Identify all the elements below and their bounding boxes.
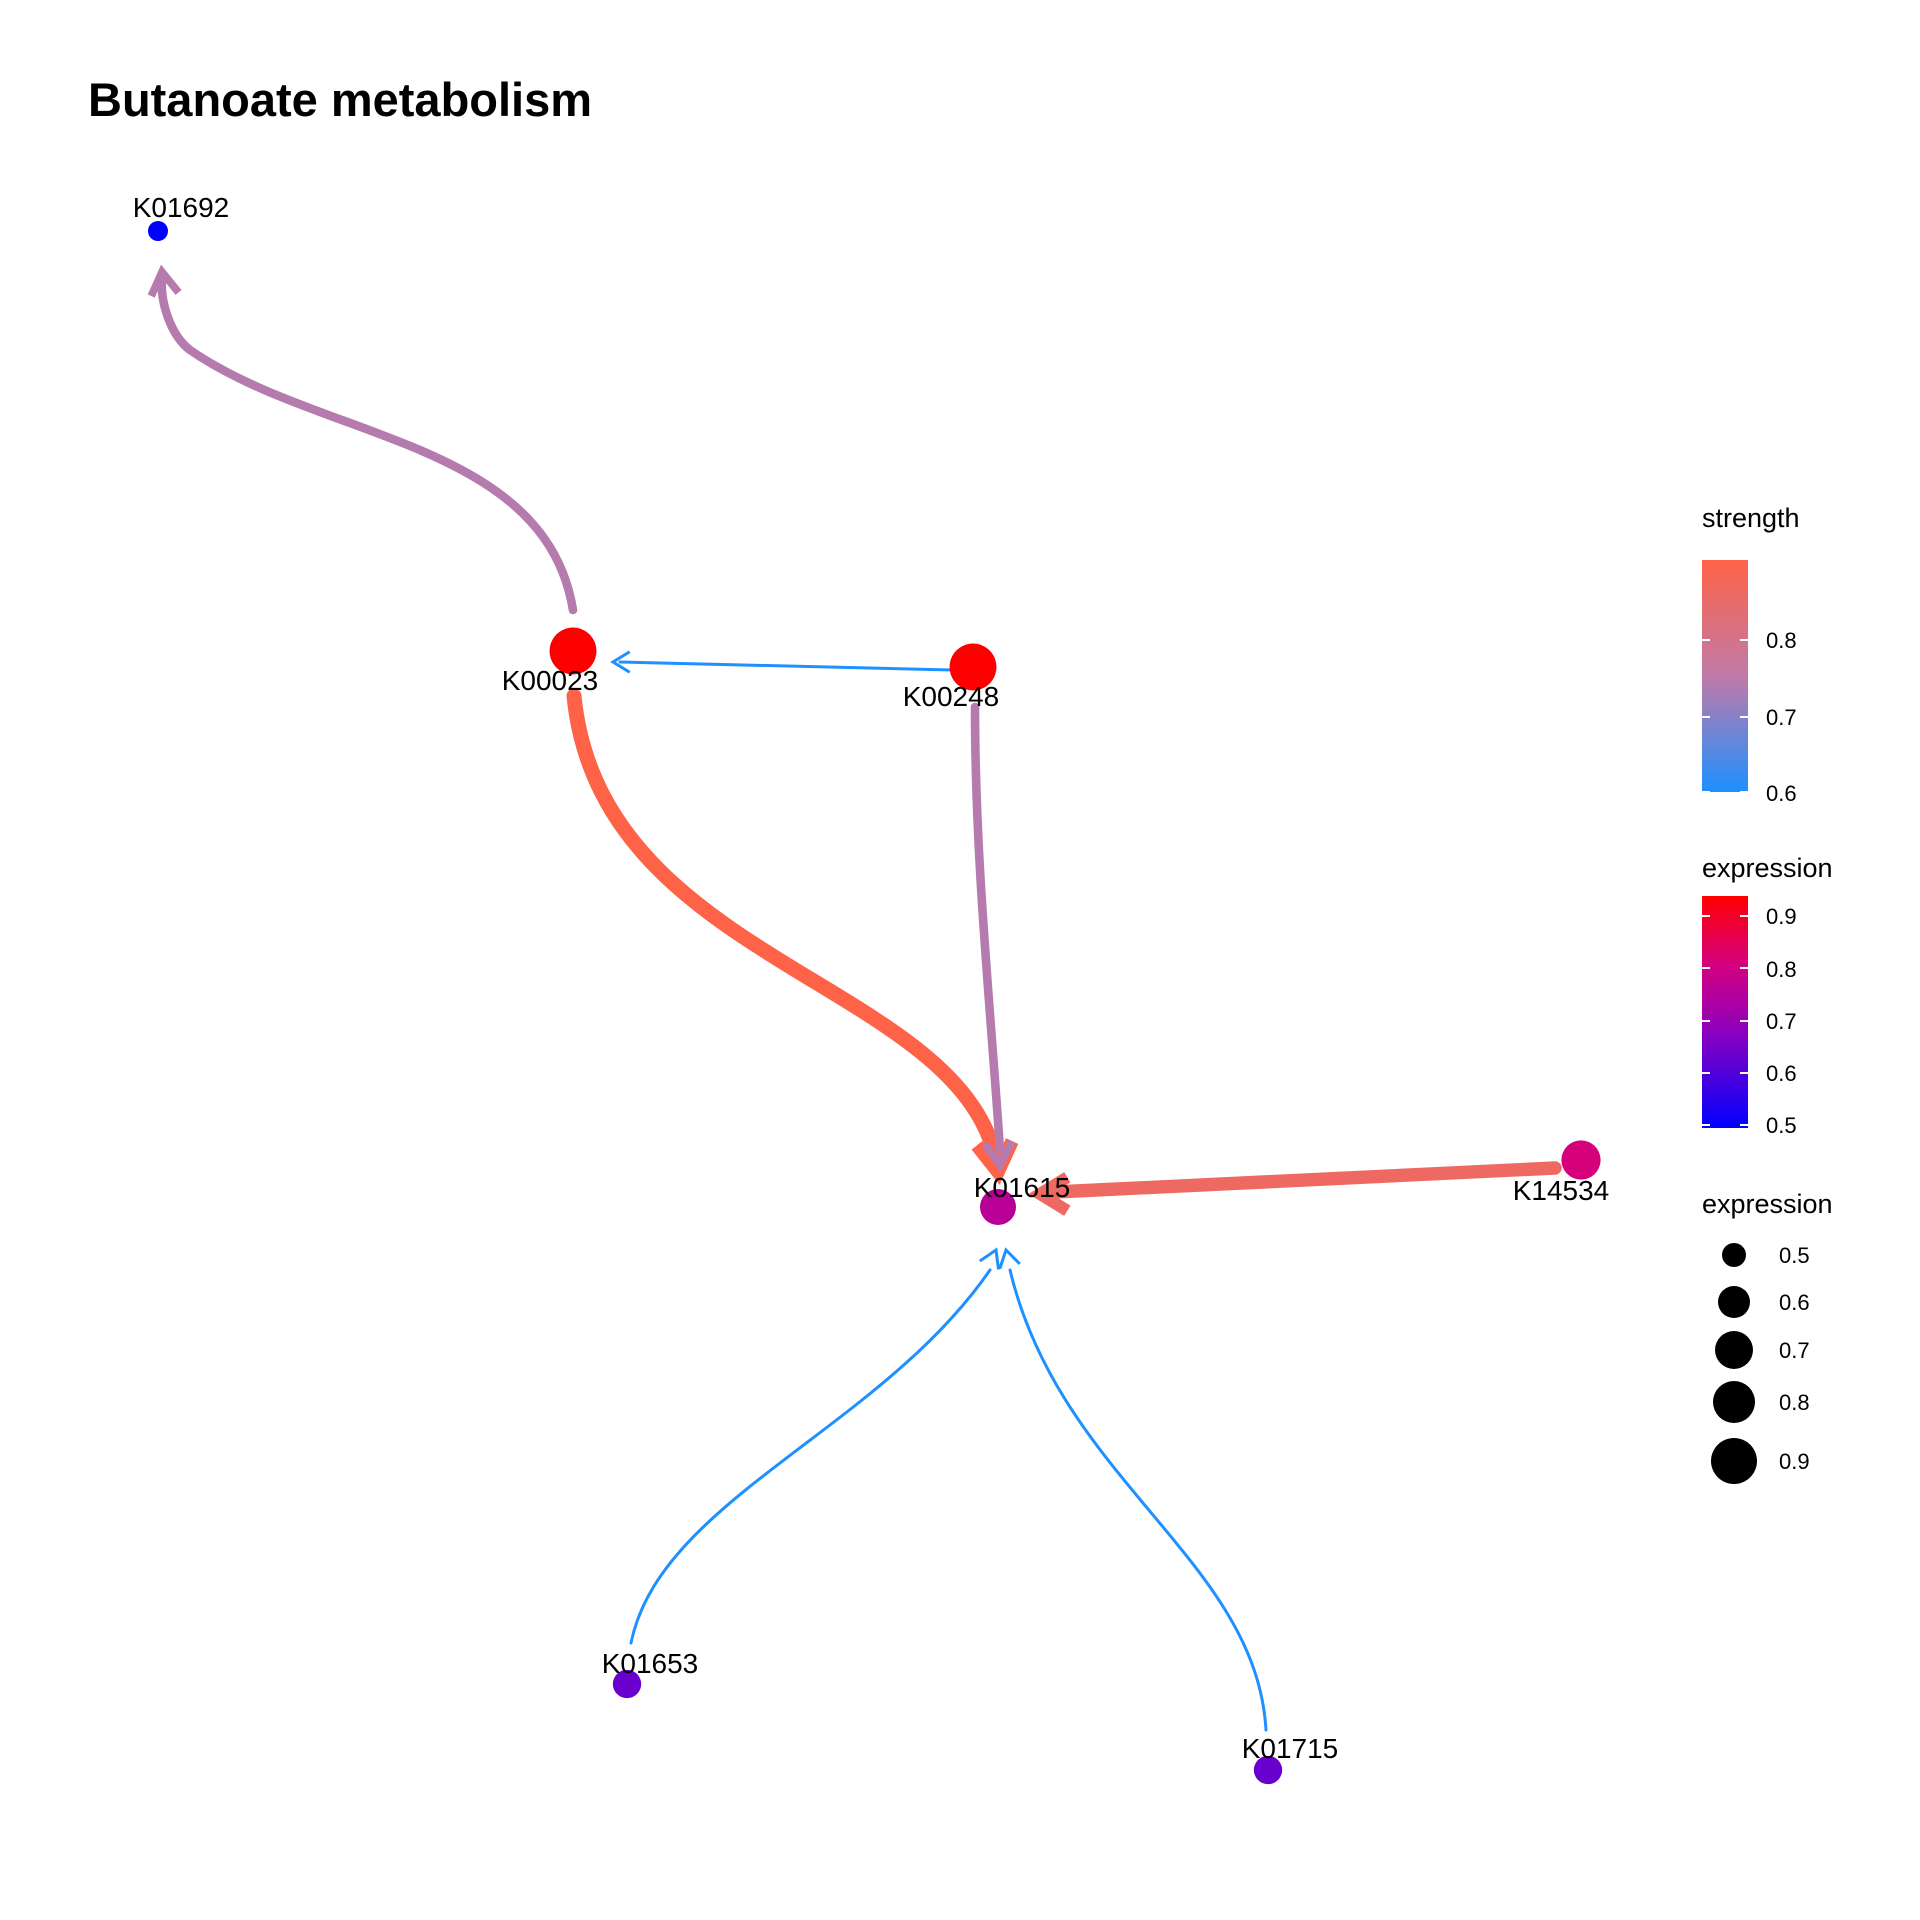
edge-K14534-K01615: [1048, 1161, 1562, 1199]
node-label-K01692: K01692: [133, 192, 230, 223]
legend-expression-color: expression 0.9 0.8 0.7 0.6 0.5: [1702, 853, 1833, 1138]
edge-K00023-K01615: [566, 688, 1003, 1163]
legend-expression-colorbar: [1702, 896, 1748, 1128]
edges-layer: [147, 264, 1562, 1732]
edge-arrowhead-K01715-K01615: [998, 1247, 1021, 1270]
edge-K00248-K01615: [970, 702, 1005, 1155]
legend-strength-tick: 0.6: [1766, 781, 1797, 806]
edge-arrowhead-K00248-K01615: [981, 1139, 1016, 1173]
edge-K01653-K01615: [629, 1268, 992, 1645]
node-label-K01653: K01653: [602, 1648, 699, 1679]
legend-expression-tick: 0.9: [1766, 904, 1797, 929]
node-label-K01715: K01715: [1242, 1733, 1339, 1764]
node-K00023: [549, 627, 597, 675]
diagram-title: Butanoate metabolism: [88, 73, 592, 126]
node-label-K00023: K00023: [502, 665, 599, 696]
legend-expression-tick: 0.8: [1766, 957, 1797, 982]
legend-strength-tick: 0.8: [1766, 628, 1797, 653]
node-label-K01615: K01615: [974, 1172, 1071, 1203]
node-K01653: [612, 1669, 642, 1699]
legend-expression-size: expression 0.5 0.6 0.7 0.8 0.9: [1702, 1189, 1833, 1484]
legend-expression-tick: 0.7: [1766, 1009, 1797, 1034]
legend-size-tick: 0.5: [1779, 1243, 1810, 1268]
legend-size-key: [1722, 1243, 1746, 1267]
node-K01692: [148, 221, 168, 241]
node-label-K14534: K14534: [1513, 1175, 1610, 1206]
edge-K01715-K01615: [1008, 1268, 1268, 1732]
legend-size-key: [1711, 1438, 1757, 1484]
legend-expression-tick: 0.6: [1766, 1061, 1797, 1086]
edge-arrowhead-K00248-K00023: [610, 650, 631, 674]
legend-size-key: [1718, 1286, 1750, 1318]
edge-K00023-K01692: [157, 275, 578, 615]
node-K01715: [1253, 1755, 1283, 1785]
legend-expression-color-title: expression: [1702, 853, 1833, 883]
node-K00248: [949, 643, 997, 691]
edge-arrowhead-K14534-K01615: [1028, 1172, 1071, 1216]
legend-size-tick: 0.6: [1779, 1290, 1810, 1315]
legend-expression-size-title: expression: [1702, 1189, 1833, 1219]
legend-size-key: [1713, 1381, 1755, 1423]
legend-size-tick: 0.8: [1779, 1390, 1810, 1415]
node-K14534: [1561, 1140, 1601, 1180]
legend-strength: strength 0.8 0.7 0.6: [1702, 503, 1800, 806]
legend-strength-tick: 0.7: [1766, 705, 1797, 730]
nodes-layer: [148, 221, 1601, 1785]
edge-arrowhead-K00023-K01692: [147, 264, 182, 298]
node-label-K00248: K00248: [903, 681, 1000, 712]
edge-arrowhead-K01653-K01615: [978, 1247, 1001, 1270]
legend-size-tick: 0.7: [1779, 1338, 1810, 1363]
legend-strength-colorbar: [1702, 560, 1748, 792]
legend-expression-tick: 0.5: [1766, 1113, 1797, 1138]
legend-size-tick: 0.9: [1779, 1449, 1810, 1474]
legend-size-key: [1715, 1331, 1753, 1369]
legend-strength-title: strength: [1702, 503, 1800, 533]
node-K01615: [980, 1189, 1016, 1225]
edge-K00248-K00023: [618, 660, 954, 672]
